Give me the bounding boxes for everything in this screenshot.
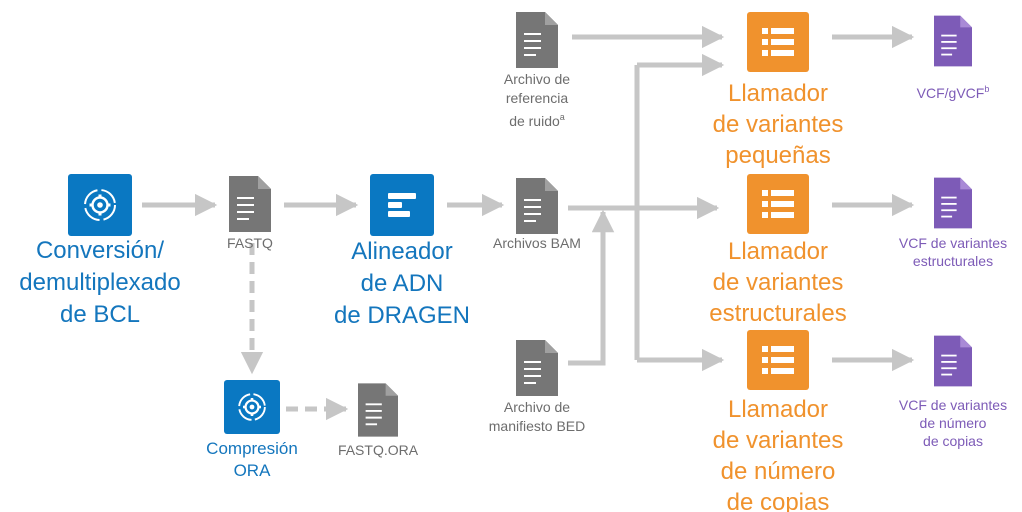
- noise-reference-label: Archivo de referencia de ruidoa: [503, 71, 571, 129]
- footnote-a: a: [559, 112, 565, 122]
- gear-cycle-icon: [238, 393, 266, 421]
- dragen-aligner-label: Alineador de ADN de DRAGEN: [333, 238, 471, 329]
- list-icon: [762, 28, 794, 56]
- small-variant-caller-box: [747, 12, 809, 72]
- copy-number-caller-box: [747, 330, 809, 390]
- list-icon: [762, 346, 794, 374]
- noise-reference-document-icon: [516, 12, 558, 68]
- structural-variant-caller-box: [747, 174, 809, 234]
- fastq-label: FASTQ: [227, 235, 273, 251]
- vcf-small-label: VCF/gVCFb: [916, 84, 990, 101]
- fastq-ora-label: FASTQ.ORA: [337, 442, 419, 458]
- fastq-ora-document-icon: [358, 383, 398, 437]
- bed-document-icon: [516, 340, 558, 396]
- dragen-aligner-box: [370, 174, 434, 236]
- bam-label: Archivos BAM: [493, 235, 581, 251]
- structural-variant-caller-label: Llamador de variantes estructurales: [709, 238, 847, 327]
- ora-compression-box: [224, 380, 280, 434]
- list-icon: [762, 190, 794, 218]
- align-bars-icon: [388, 193, 416, 217]
- bcl-conversion-label: Conversión/ demultiplexado de BCL: [19, 237, 181, 328]
- bcl-conversion-box: [68, 174, 132, 236]
- vcf-structural-document-icon: [934, 177, 972, 229]
- vcf-structural-label: VCF de variantes estructurales: [898, 235, 1008, 269]
- bed-label: Archivo de manifiesto BED: [488, 399, 586, 434]
- vcf-copy-number-label: VCF de variantes de número de copias: [898, 397, 1008, 449]
- ora-compression-label: Compresión ORA: [206, 439, 298, 480]
- vcf-small-document-icon: [934, 15, 972, 67]
- bam-document-icon: [516, 178, 558, 234]
- fastq-document-icon: [229, 176, 271, 232]
- line-bed-to-bam-line: [568, 209, 615, 366]
- copy-number-caller-label: Llamador de variantes de número de copia…: [712, 396, 844, 512]
- small-variant-caller-label: Llamador de variantes pequeñas: [712, 80, 844, 169]
- footnote-b: b: [984, 84, 990, 94]
- vcf-copy-number-document-icon: [934, 335, 972, 387]
- gear-cycle-icon: [84, 189, 116, 221]
